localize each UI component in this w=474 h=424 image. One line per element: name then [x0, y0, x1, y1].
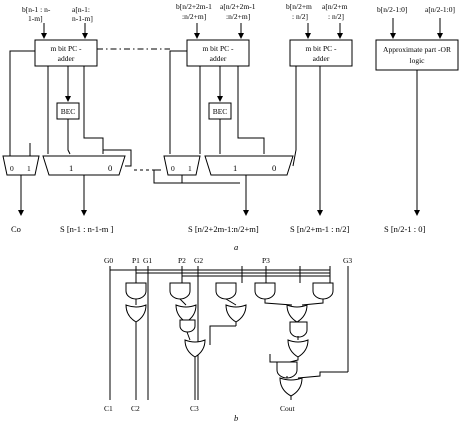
block2-sum-mux-in0: 0 — [272, 163, 276, 173]
block3-b-input-label-line2: : n/2] — [292, 12, 308, 21]
input-p2: P2 — [178, 256, 186, 265]
input-p1: P1 — [132, 256, 140, 265]
or-gate-r2-2 — [175, 304, 197, 323]
block3-adder-label-line2: adder — [313, 54, 330, 63]
output-s-block2: S [n/2+2m-1:n/2+m] — [188, 224, 259, 234]
block1-carry-mux — [2, 155, 40, 176]
approx-label-line1: Approximate part -OR — [383, 45, 451, 54]
block2-adder-label-line2: adder — [210, 54, 227, 63]
block1-sum-mux — [42, 155, 126, 176]
block4-a-input-label: a[n/2-1:0] — [425, 5, 455, 14]
approx-label-line2: logic — [410, 56, 426, 65]
block1-b-input-label-line1: b[n-1 : n- — [22, 5, 51, 14]
block2-sum-mux-in1: 1 — [233, 163, 237, 173]
block1-b-input-label-line2: 1-m] — [28, 14, 43, 23]
or-gate-cout — [279, 377, 303, 397]
block2-carry-mux — [163, 155, 201, 176]
block1-adder-label-line2: adder — [58, 54, 75, 63]
and-gate-r1-1 — [125, 282, 147, 300]
and-gate-r1-5 — [312, 282, 334, 300]
output-s-block4: S [n/2-1 : 0] — [384, 224, 425, 234]
output-s-block3: S [n/2+m-1 : n/2] — [290, 224, 350, 234]
block4-b-input-label: b[n/2-1:0] — [377, 5, 407, 14]
block1-a-input-label-line2: n-1-m] — [72, 14, 93, 23]
block1-adder-label-line1: m bit PC - — [50, 44, 82, 53]
output-c3: C3 — [190, 404, 199, 413]
output-co: Co — [11, 224, 21, 234]
block3-pc-adder — [289, 39, 353, 67]
and-gate-r2-5 — [179, 319, 196, 333]
block1-bec-label: BEC — [61, 107, 76, 116]
block2-a-input-label-line2: :n/2+m] — [226, 12, 250, 21]
or-gate-r2-1 — [125, 304, 147, 323]
block1-carry-mux-in0: 0 — [10, 164, 14, 173]
block2-b-input-label-line2: :n/2+m] — [182, 12, 206, 21]
input-p3: P3 — [262, 256, 270, 265]
block2-b-input-label-line1: b[n/2+2m-1 — [176, 2, 212, 11]
block2-adder-label-line1: m bit PC - — [202, 44, 234, 53]
block2-carry-mux-in0: 0 — [171, 164, 175, 173]
block1-sum-mux-in1: 1 — [69, 163, 73, 173]
and-gate-r3-1 — [289, 321, 308, 338]
and-gate-r4-1 — [276, 361, 298, 379]
input-g1: G1 — [143, 256, 152, 265]
input-g3: G3 — [343, 256, 352, 265]
block2-pc-adder — [186, 39, 250, 67]
block3-a-input-label-line2: : n/2] — [328, 12, 344, 21]
block3-a-input-label-line1: a[n/2+m — [322, 2, 348, 11]
block1-sum-mux-in0: 0 — [108, 163, 112, 173]
and-gate-r1-3 — [215, 282, 237, 300]
and-gate-r1-4 — [254, 282, 276, 300]
block2-carry-mux-in1: 1 — [188, 164, 192, 173]
output-s-block1: S [n-1 : n-1-m ] — [60, 224, 114, 234]
output-c2: C2 — [131, 404, 140, 413]
or-gate-r2-4 — [286, 304, 308, 323]
output-c1: C1 — [104, 404, 113, 413]
input-g0: G0 — [104, 256, 113, 265]
block2-sum-mux — [204, 155, 294, 176]
diagram-a: b[n-1 : n- 1-m] a[n-1: n-1-m] m bit PC -… — [2, 2, 459, 252]
or-gate-r2-3 — [225, 304, 247, 323]
block3-b-input-label-line1: b[n/2+m — [286, 2, 312, 11]
block2-bec-label: BEC — [213, 107, 228, 116]
diagram-b: G0 P1 G1 P2 G2 P3 G3 — [104, 256, 352, 423]
input-g2: G2 — [194, 256, 203, 265]
block1-carry-mux-in1: 1 — [27, 164, 31, 173]
block1-pc-adder — [34, 39, 98, 67]
caption-b: b — [234, 413, 238, 423]
block2-a-input-label-line1: a[n/2+2m-1 — [220, 2, 256, 11]
approximate-or-logic-block — [375, 39, 459, 71]
block1-a-input-label-line1: a[n-1: — [72, 5, 90, 14]
or-gate-r3-2 — [184, 339, 206, 358]
and-gate-r1-2 — [169, 282, 191, 300]
caption-a: a — [234, 242, 238, 252]
output-cout: Cout — [280, 404, 296, 413]
or-gate-r3-3 — [287, 339, 309, 358]
block3-adder-label-line1: m bit PC - — [305, 44, 337, 53]
